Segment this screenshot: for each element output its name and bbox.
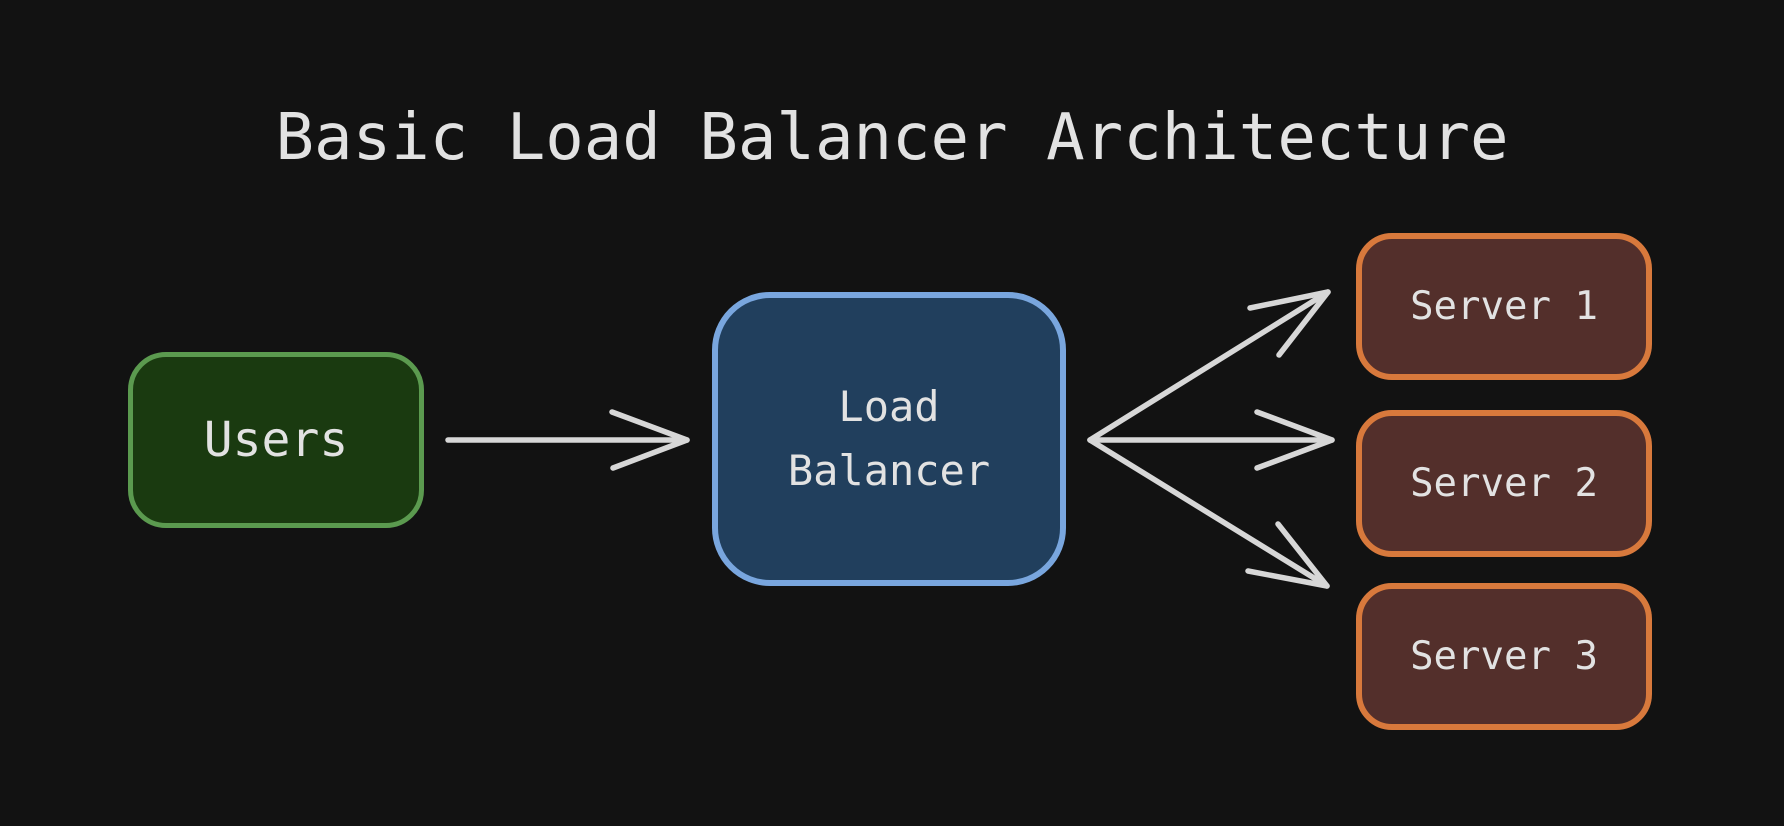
node-server-3-label: Server 3 (1410, 634, 1598, 679)
arrow-load-balancer-to-server-2 (1087, 409, 1335, 471)
node-server-2: Server 2 (1356, 410, 1652, 557)
node-load-balancer: Load Balancer (712, 292, 1066, 586)
diagram-title: Basic Load Balancer Architecture (275, 101, 1509, 175)
node-load-balancer-label: Load Balancer (787, 382, 991, 495)
node-server-3: Server 3 (1356, 583, 1652, 730)
arrow-load-balancer-to-server-1 (1087, 289, 1331, 443)
node-users-label: Users (203, 412, 349, 468)
arrow-users-to-load-balancer (445, 409, 690, 471)
node-server-1-label: Server 1 (1410, 284, 1598, 329)
node-users: Users (128, 352, 424, 528)
arrow-load-balancer-to-server-3 (1087, 437, 1330, 589)
node-server-2-label: Server 2 (1410, 461, 1598, 506)
node-server-1: Server 1 (1356, 233, 1652, 380)
